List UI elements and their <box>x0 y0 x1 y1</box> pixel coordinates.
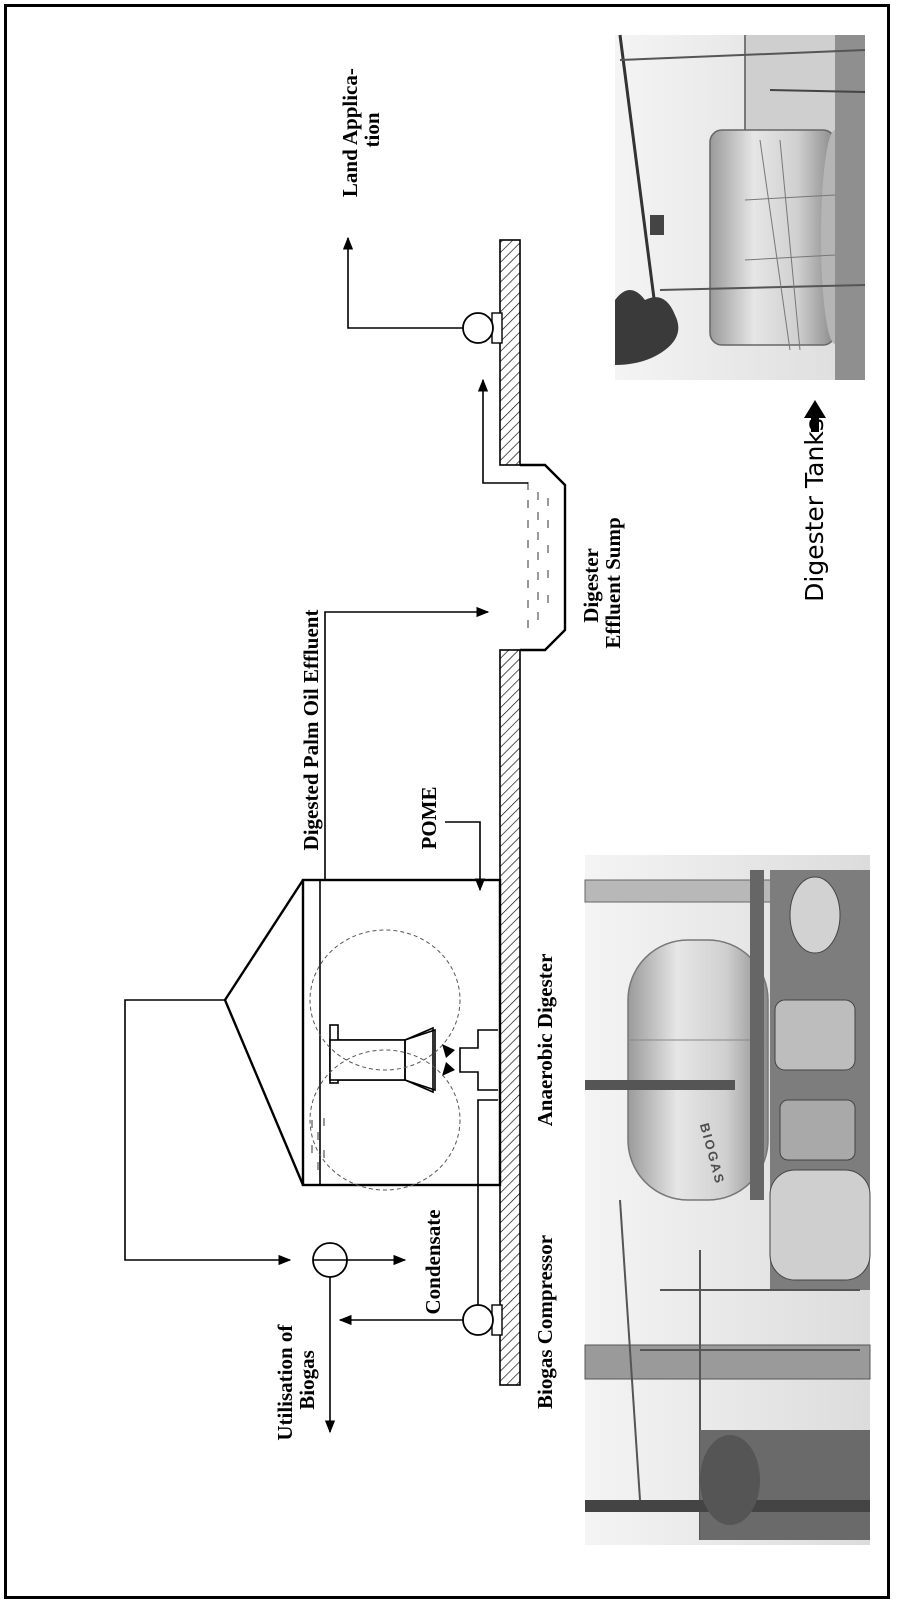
digester-tanks-caption: Digester Tanks <box>800 400 829 602</box>
label-utilisation-of-biogas: Utilisation of Biogas <box>273 1319 319 1440</box>
digester-effluent-sump <box>520 463 567 652</box>
condensate-separator <box>312 1242 407 1434</box>
effluent-pump <box>342 236 528 484</box>
biogas-compressor <box>338 1099 503 1336</box>
label-anaerobic-digester: Anaerobic Digester <box>533 954 557 1127</box>
digested-effluent-line <box>324 606 490 880</box>
label-pome: POME <box>417 787 441 850</box>
label-digester-effluent-sump: Digester Effluent Sump <box>579 517 625 648</box>
biogas-plant-photo: BIOGAS <box>584 855 871 1545</box>
figure-border <box>4 4 890 1599</box>
label-biogas-compressor: Biogas Compressor <box>533 1235 557 1409</box>
pome-inlet-line <box>445 821 486 892</box>
label-land-application: Land Applica- tion <box>338 63 384 197</box>
biogas-gas-line <box>124 999 292 1266</box>
label-digester-tanks: Digester Tanks <box>800 418 829 602</box>
digester-tanks-photo <box>615 34 866 380</box>
arrow-up-icon <box>804 400 826 432</box>
ground-slab <box>499 239 521 1386</box>
label-digested-palm-oil-effluent: Digested Palm Oil Effluent <box>299 610 323 851</box>
anaerobic-digester-tank <box>223 878 502 1191</box>
label-condensate: Condensate <box>421 1209 445 1314</box>
